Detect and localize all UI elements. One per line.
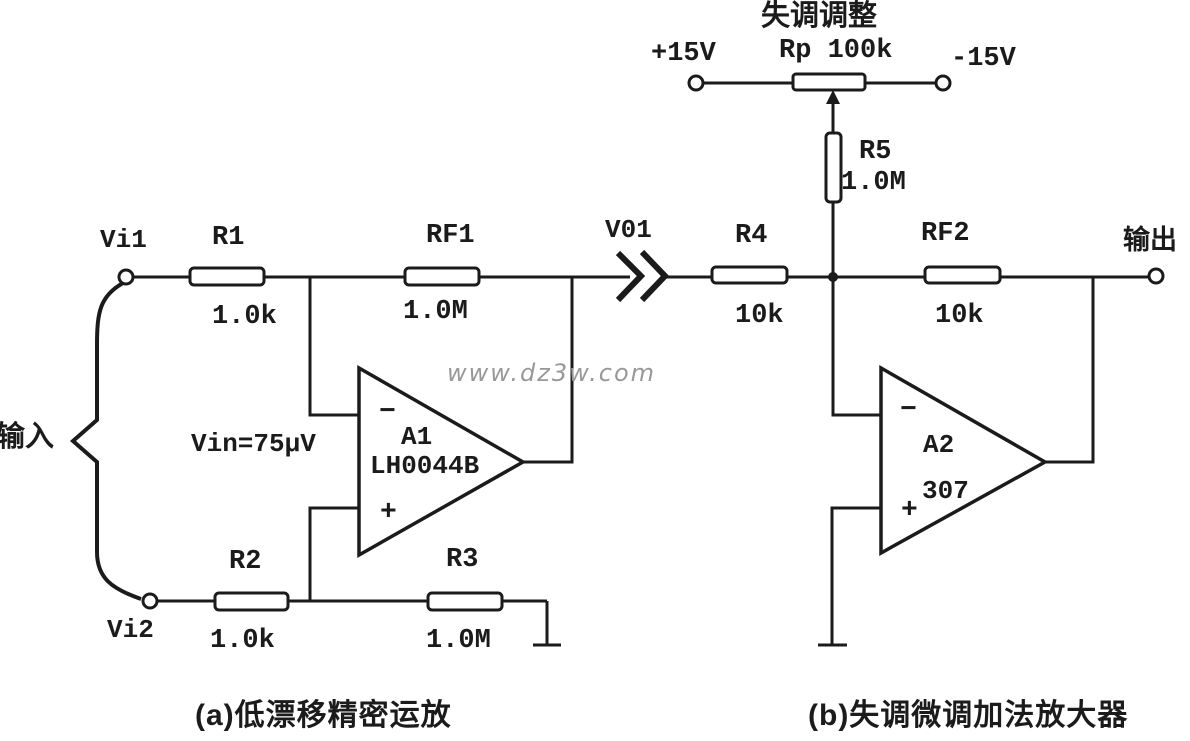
rf2-value: 10k <box>935 301 984 331</box>
vi2-label: Vi2 <box>107 615 154 645</box>
rf2-name: RF2 <box>921 219 970 249</box>
a2-noninverting-sign: + <box>901 495 918 526</box>
vo1-label: V01 <box>605 215 652 245</box>
r5-name: R5 <box>859 137 892 167</box>
vin-label: Vin=75μV <box>191 429 316 459</box>
a2-inverting-sign: − <box>900 395 917 426</box>
caption-a: (a)低漂移精密运放 <box>195 699 452 732</box>
rp-label: Rp 100k <box>779 36 893 66</box>
r3-value: 1.0M <box>426 626 491 656</box>
a2-designator: A2 <box>923 430 955 460</box>
a1-designator: A1 <box>401 422 433 452</box>
resistor-r4 <box>710 265 789 285</box>
resistor-rf1 <box>403 266 481 287</box>
terminal-vi1 <box>117 268 135 286</box>
offset-adjust-title: 失调调整 <box>761 0 878 32</box>
resistor-r2 <box>213 591 290 612</box>
wire-a2-inverting <box>831 277 881 417</box>
wire-a2-output <box>1045 277 1095 464</box>
vi1-label: Vi1 <box>100 225 147 255</box>
input-brace <box>69 281 142 601</box>
wire-a1-noninverting <box>308 506 359 601</box>
output-label: 输出 <box>1123 225 1177 255</box>
r4-name: R4 <box>735 221 768 251</box>
plus15v-label: +15V <box>651 39 716 69</box>
terminal-output <box>1147 267 1165 285</box>
rf1-value: 1.0M <box>403 297 468 327</box>
r2-value: 1.0k <box>210 626 275 656</box>
r3-name: R3 <box>446 545 479 575</box>
caption-b: (b)失调微调加法放大器 <box>808 699 1129 732</box>
ground-a <box>533 601 561 647</box>
opamp-a1-triangle <box>357 364 527 559</box>
terminals <box>117 74 1165 610</box>
watermark-text: www.dz3w.com <box>447 359 657 387</box>
minus15v-label: -15V <box>951 44 1016 74</box>
chevron-icon <box>615 250 646 303</box>
a1-inverting-sign: − <box>379 397 396 428</box>
chevron-icon <box>639 249 670 303</box>
resistor-r3 <box>426 591 504 612</box>
r4-value: 10k <box>735 301 784 331</box>
opamp-a2-triangle <box>879 364 1049 556</box>
resistors <box>188 72 1002 612</box>
resistor-rf2 <box>923 265 1002 285</box>
wire-a1-output <box>523 277 574 464</box>
wiper-arrow-icon <box>826 90 840 104</box>
resistor-r1 <box>188 266 266 287</box>
resistor-r5 <box>824 131 843 204</box>
terminal-plus15v <box>687 74 705 92</box>
r1-value: 1.0k <box>212 302 277 332</box>
r1-name: R1 <box>212 223 245 253</box>
a1-noninverting-sign: + <box>380 497 397 528</box>
junction-dot <box>828 272 838 282</box>
terminal-vi2 <box>141 592 159 610</box>
potentiometer-rp <box>791 72 867 92</box>
terminal-minus15v <box>934 74 952 92</box>
input-brace-label: 输入 <box>0 421 55 453</box>
a2-part-number: 307 <box>922 476 969 506</box>
signal-flow-chevrons <box>615 249 670 303</box>
rf1-name: RF1 <box>426 221 475 251</box>
wire-a2-noninverting-ground <box>818 506 881 647</box>
a1-part-number: LH0044B <box>370 451 480 481</box>
r5-value: 1.0M <box>841 168 906 198</box>
r2-name: R2 <box>229 547 262 577</box>
wire-a1-inverting <box>308 277 359 417</box>
